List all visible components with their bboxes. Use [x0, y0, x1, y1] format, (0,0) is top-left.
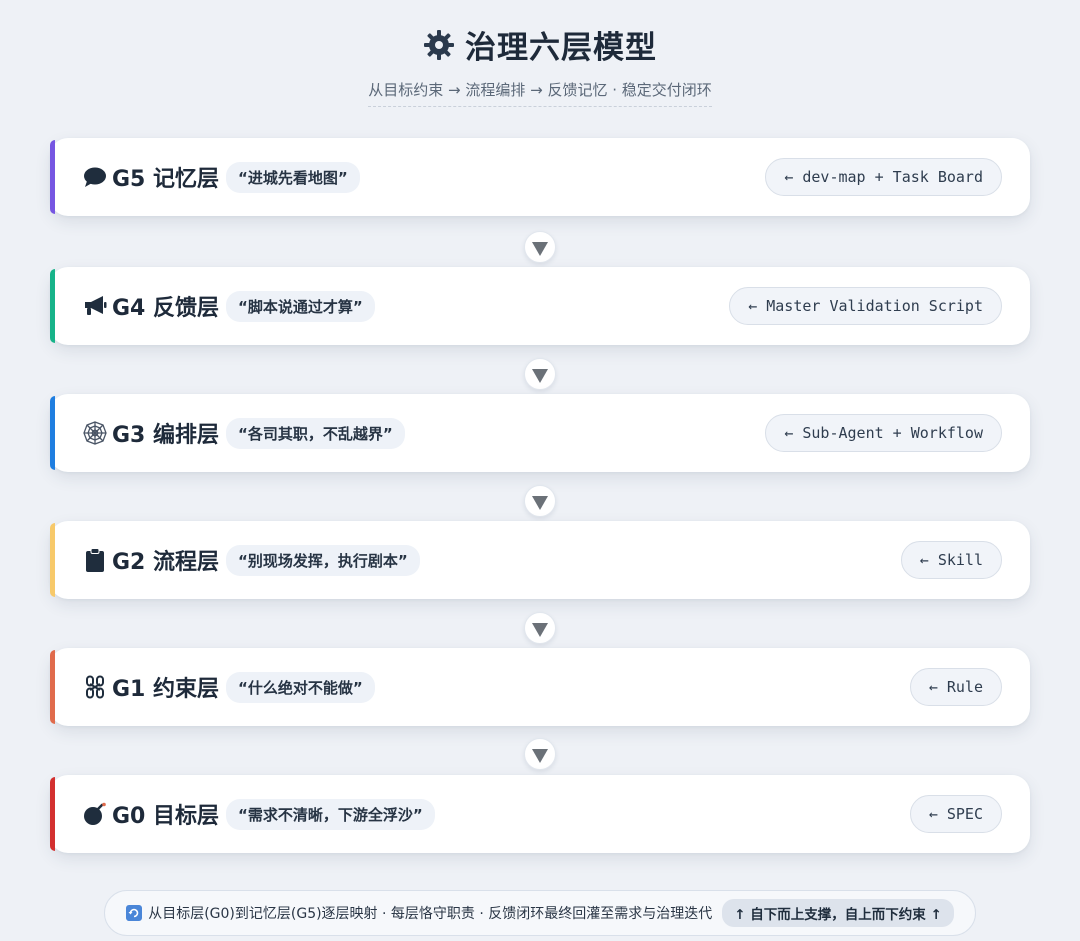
down-arrow-icon — [524, 485, 556, 517]
layer-card-g0: G0 目标层 “需求不清晰，下游全浮沙” ← SPEC — [50, 775, 1030, 853]
layer-mapping-tag: ← Skill — [900, 541, 1002, 579]
layer-name: G3 编排层 — [112, 423, 220, 448]
layer-motto: “什么绝对不能做” — [226, 671, 375, 703]
layer-name: G5 记忆层 — [112, 167, 220, 192]
footer-text: 从目标层(G0)到记忆层(G5)逐层映射 · 每层恪守职责 · 反馈闭环最终回灌… — [148, 906, 713, 922]
spider-web-icon — [83, 421, 107, 445]
footer-note: 从目标层(G0)到记忆层(G5)逐层映射 · 每层恪守职责 · 反馈闭环最终回灌… — [104, 890, 976, 936]
layer-mapping-tag: ← SPEC — [909, 795, 1002, 833]
layer-card-g4: G4 反馈层 “脚本说通过才算” ← Master Validation Scr… — [50, 267, 1030, 345]
layer-name: G0 目标层 — [112, 804, 220, 829]
page-subtitle: 从目标约束 → 流程编排 → 反馈记忆 · 稳定交付闭环 — [368, 79, 712, 107]
speech-bubble-icon — [83, 165, 107, 189]
refresh-icon — [126, 905, 143, 921]
down-arrow-icon — [524, 612, 556, 644]
clipboard-icon — [83, 548, 107, 572]
gear-icon — [424, 29, 454, 60]
layer-mapping-tag: ← Sub-Agent + Workflow — [765, 414, 1002, 452]
layer-motto: “进城先看地图” — [226, 161, 360, 193]
layer-motto: “别现场发挥，执行剧本” — [226, 544, 420, 576]
layer-card-g2: G2 流程层 “别现场发挥，执行剧本” ← Skill — [50, 521, 1030, 599]
layer-card-g5: G5 记忆层 “进城先看地图” ← dev-map + Task Board — [50, 138, 1030, 216]
layer-name: G2 流程层 — [112, 550, 220, 575]
layer-motto: “脚本说通过才算” — [226, 290, 375, 322]
page-title: 治理六层模型 — [465, 30, 657, 66]
layer-mapping-tag: ← dev-map + Task Board — [765, 158, 1002, 196]
chain-icon — [83, 675, 107, 699]
footer-direction-pill: ↑ 自下而上支撑，自上而下约束 ↑ — [722, 899, 954, 927]
layer-motto: “各司其职，不乱越界” — [226, 417, 405, 449]
layer-card-g3: G3 编排层 “各司其职，不乱越界” ← Sub-Agent + Workflo… — [50, 394, 1030, 472]
down-arrow-icon — [524, 231, 556, 263]
down-arrow-icon — [524, 738, 556, 770]
header: 治理六层模型 从目标约束 → 流程编排 → 反馈记忆 · 稳定交付闭环 — [0, 22, 1080, 107]
layer-mapping-tag: ← Rule — [909, 668, 1002, 706]
layer-mapping-tag: ← Master Validation Script — [729, 287, 1002, 325]
bomb-icon — [83, 802, 107, 826]
megaphone-icon — [83, 294, 107, 318]
layer-motto: “需求不清晰，下游全浮沙” — [226, 798, 435, 830]
layer-name: G4 反馈层 — [112, 296, 220, 321]
layer-card-g1: G1 约束层 “什么绝对不能做” ← Rule — [50, 648, 1030, 726]
layer-name: G1 约束层 — [112, 677, 220, 702]
down-arrow-icon — [524, 358, 556, 390]
